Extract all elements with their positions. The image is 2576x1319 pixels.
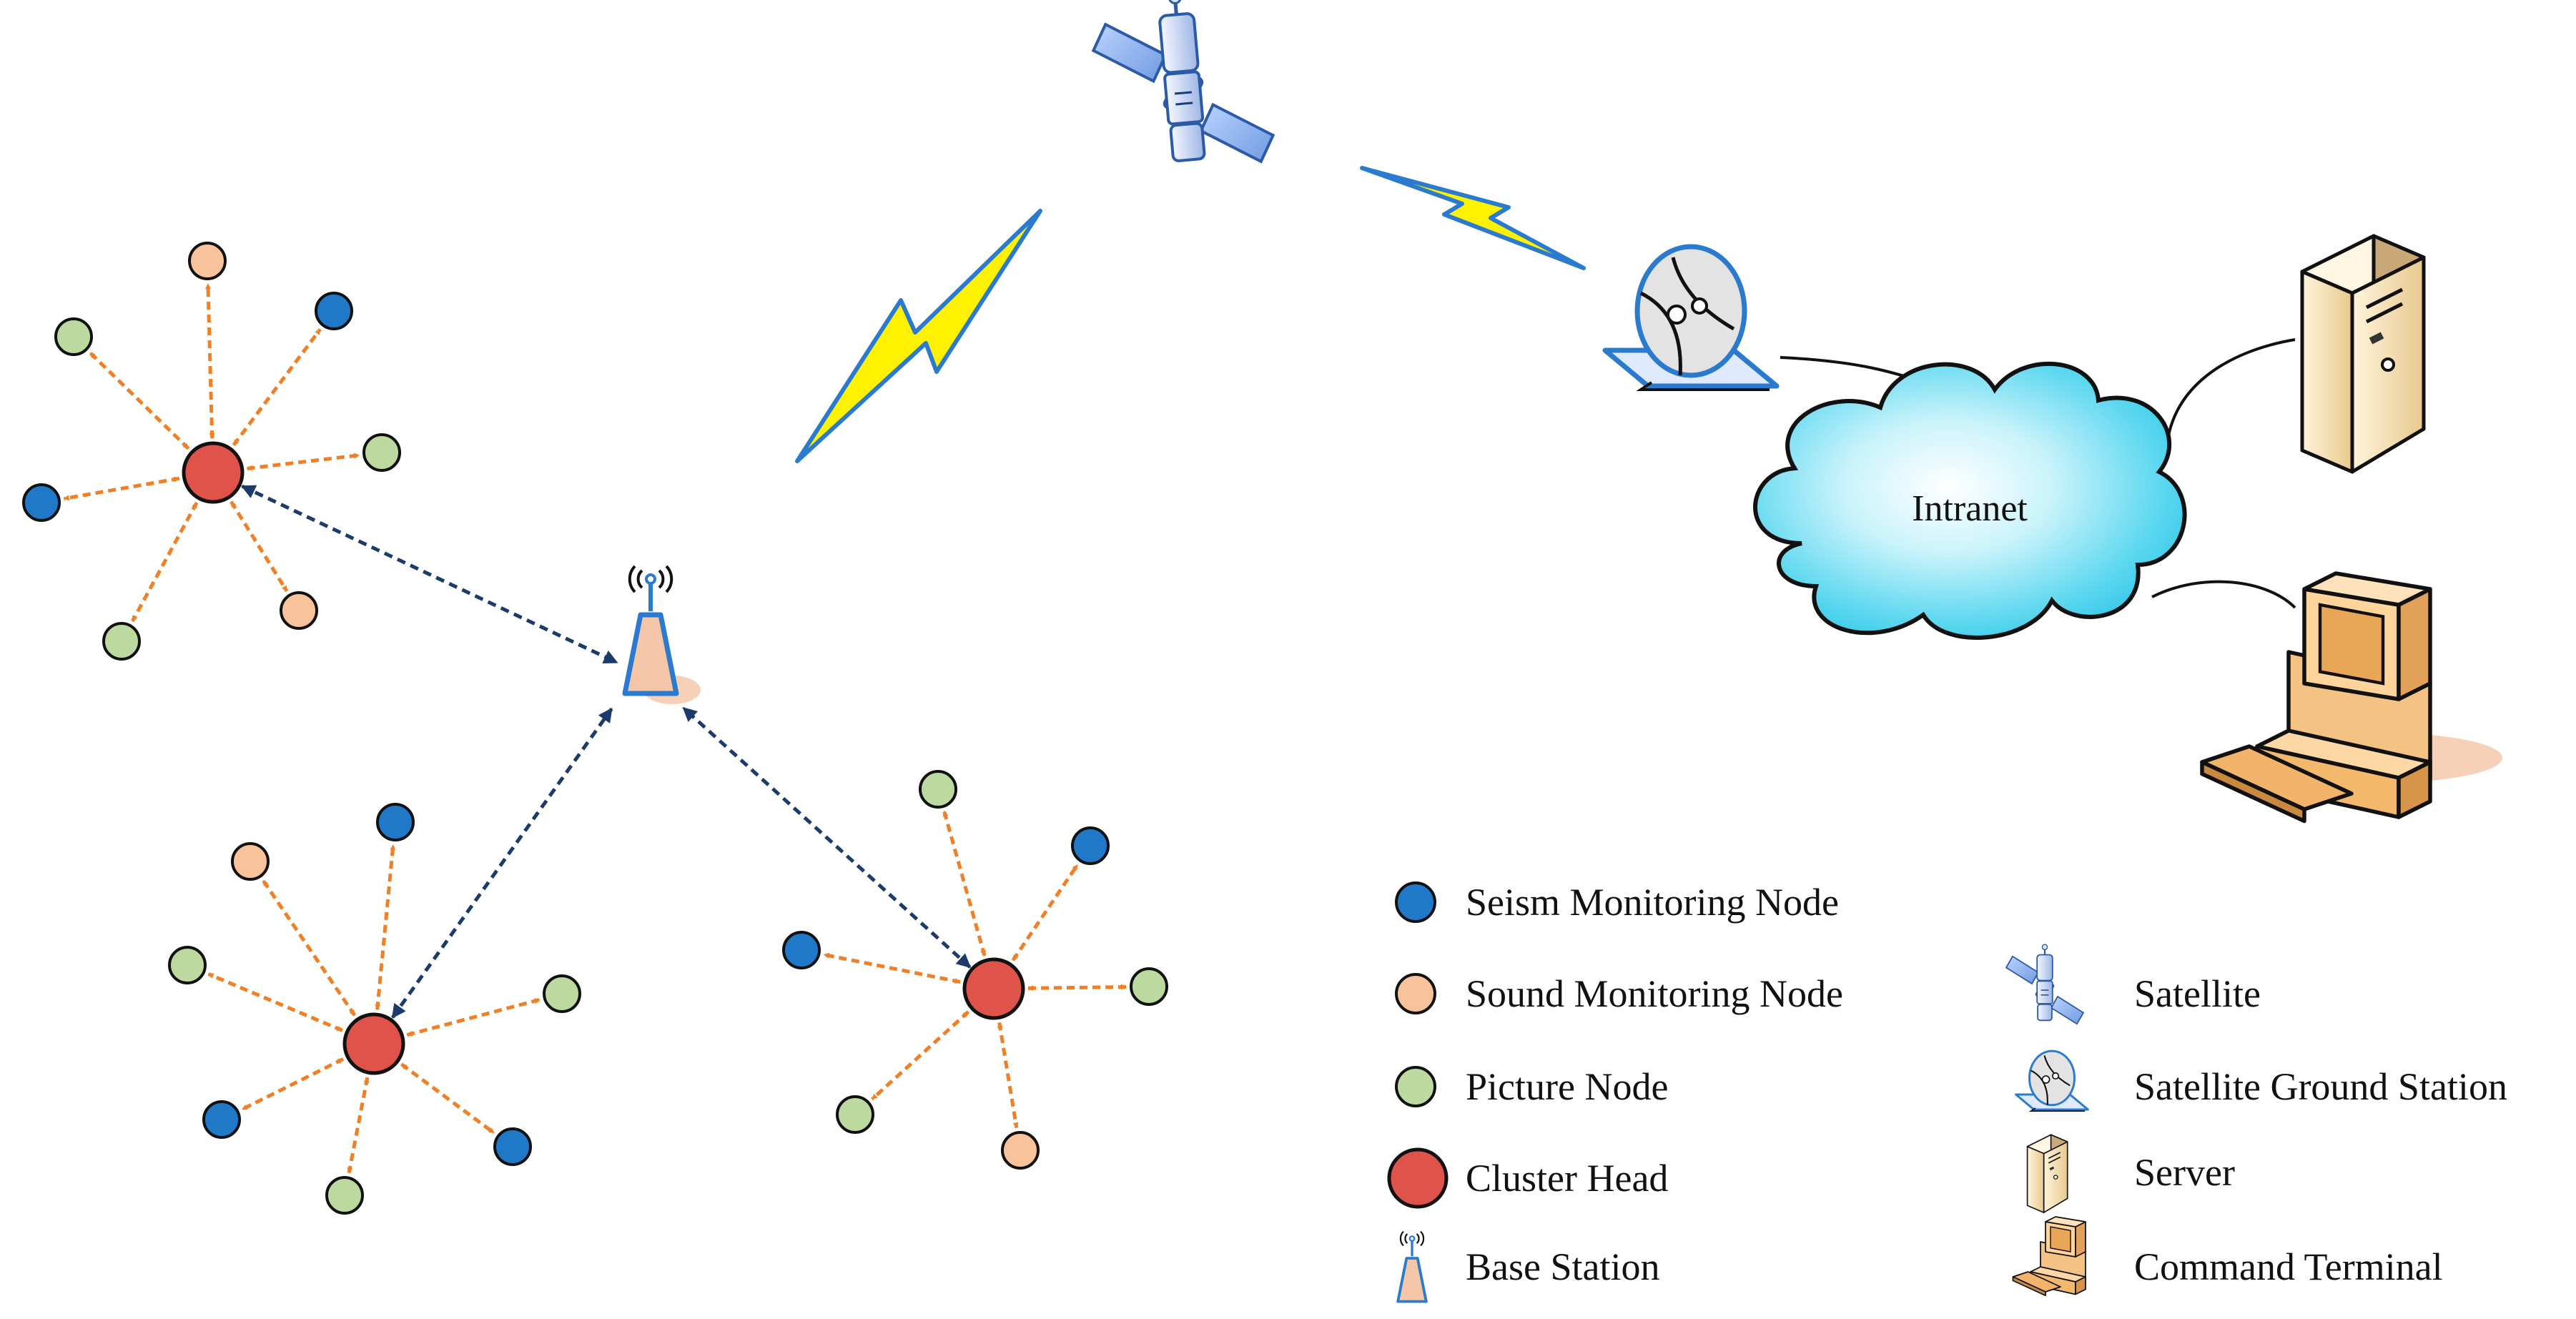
cluster-link (89, 351, 190, 450)
satellite-icon (2005, 943, 2085, 1025)
cluster-head-icon (1387, 1147, 1449, 1209)
legend-label: Picture Node (1466, 1065, 1668, 1108)
seism-node (376, 803, 415, 841)
cloud-label: Intranet (1912, 488, 2028, 529)
base-station-icon (625, 566, 676, 693)
server-icon (2026, 1134, 2068, 1213)
cluster-head (182, 441, 245, 504)
cluster-link (871, 1010, 970, 1101)
command-terminal-icon (2012, 1216, 2086, 1297)
picture-node (325, 1176, 364, 1215)
cluster-link (207, 972, 343, 1032)
cluster-link (205, 283, 215, 439)
command-terminal-icon (2202, 573, 2430, 821)
legend-label: Seism Monitoring Node (1466, 881, 1839, 924)
seism-node (202, 1100, 241, 1139)
cluster-link (375, 844, 396, 1011)
satellite-ground-station-icon (2015, 1049, 2089, 1112)
wire (2165, 338, 2296, 458)
picture-node (1130, 967, 1168, 1006)
wire (2151, 580, 2296, 609)
base-station-link (390, 707, 613, 1019)
satellite-icon (1089, 0, 1275, 175)
seism-node (493, 1127, 532, 1166)
wireless-link-lightning (1360, 166, 1586, 270)
cluster-link (230, 500, 289, 593)
base-station-link (240, 484, 618, 664)
sound-node (188, 242, 227, 280)
legend-label: Base Station (1466, 1245, 1659, 1288)
sound-node (280, 591, 318, 630)
picture-node (362, 433, 401, 472)
satellite-ground-station-icon (1605, 247, 1777, 390)
cluster-link (131, 502, 199, 623)
intranet-cloud: Intranet (1753, 361, 2187, 641)
seism-node-icon (1395, 881, 1436, 923)
cluster-link (232, 328, 322, 447)
legend-label: Command Terminal (2134, 1245, 2443, 1288)
base-station-link (682, 706, 972, 969)
picture-node-icon (1395, 1066, 1436, 1107)
seism-node (782, 931, 821, 969)
cluster-link (246, 453, 360, 471)
picture-node (919, 770, 957, 809)
picture-node (543, 974, 581, 1013)
cluster-link (406, 997, 541, 1037)
cluster-link (997, 1022, 1019, 1129)
cluster-link (1027, 984, 1127, 992)
sound-node (1001, 1131, 1040, 1170)
cluster-link (347, 1077, 370, 1174)
legend-label: Satellite Ground Station (2134, 1065, 2507, 1108)
picture-node (168, 946, 207, 984)
wireless-link-lightning (795, 209, 1042, 463)
legend-label: Satellite (2134, 972, 2261, 1015)
seism-node (22, 483, 61, 522)
sound-node-icon (1395, 973, 1436, 1014)
picture-node (102, 622, 141, 661)
cluster-link (823, 952, 961, 984)
legend-label: Cluster Head (1466, 1157, 1668, 1200)
seism-node (315, 292, 353, 330)
base-station-icon (1396, 1230, 1428, 1303)
cluster-head (962, 957, 1025, 1020)
links-layer (63, 283, 1127, 1174)
picture-node (836, 1095, 874, 1134)
sound-node (231, 842, 270, 881)
server-icon (2302, 236, 2424, 472)
cluster-link (942, 811, 987, 957)
nodes-layer (22, 242, 1168, 1215)
legend-label: Server (2134, 1151, 2235, 1194)
picture-node (54, 317, 93, 356)
cluster-link (1011, 864, 1080, 962)
seism-node (1071, 826, 1110, 865)
legend: Seism Monitoring Node Sound Monitoring N… (1387, 881, 2507, 1303)
cluster-link (261, 879, 357, 1017)
cluster-link (241, 1057, 345, 1111)
cluster-link (63, 476, 180, 501)
cluster-head (342, 1012, 405, 1075)
cluster-link (400, 1062, 495, 1135)
legend-label: Sound Monitoring Node (1466, 972, 1843, 1015)
